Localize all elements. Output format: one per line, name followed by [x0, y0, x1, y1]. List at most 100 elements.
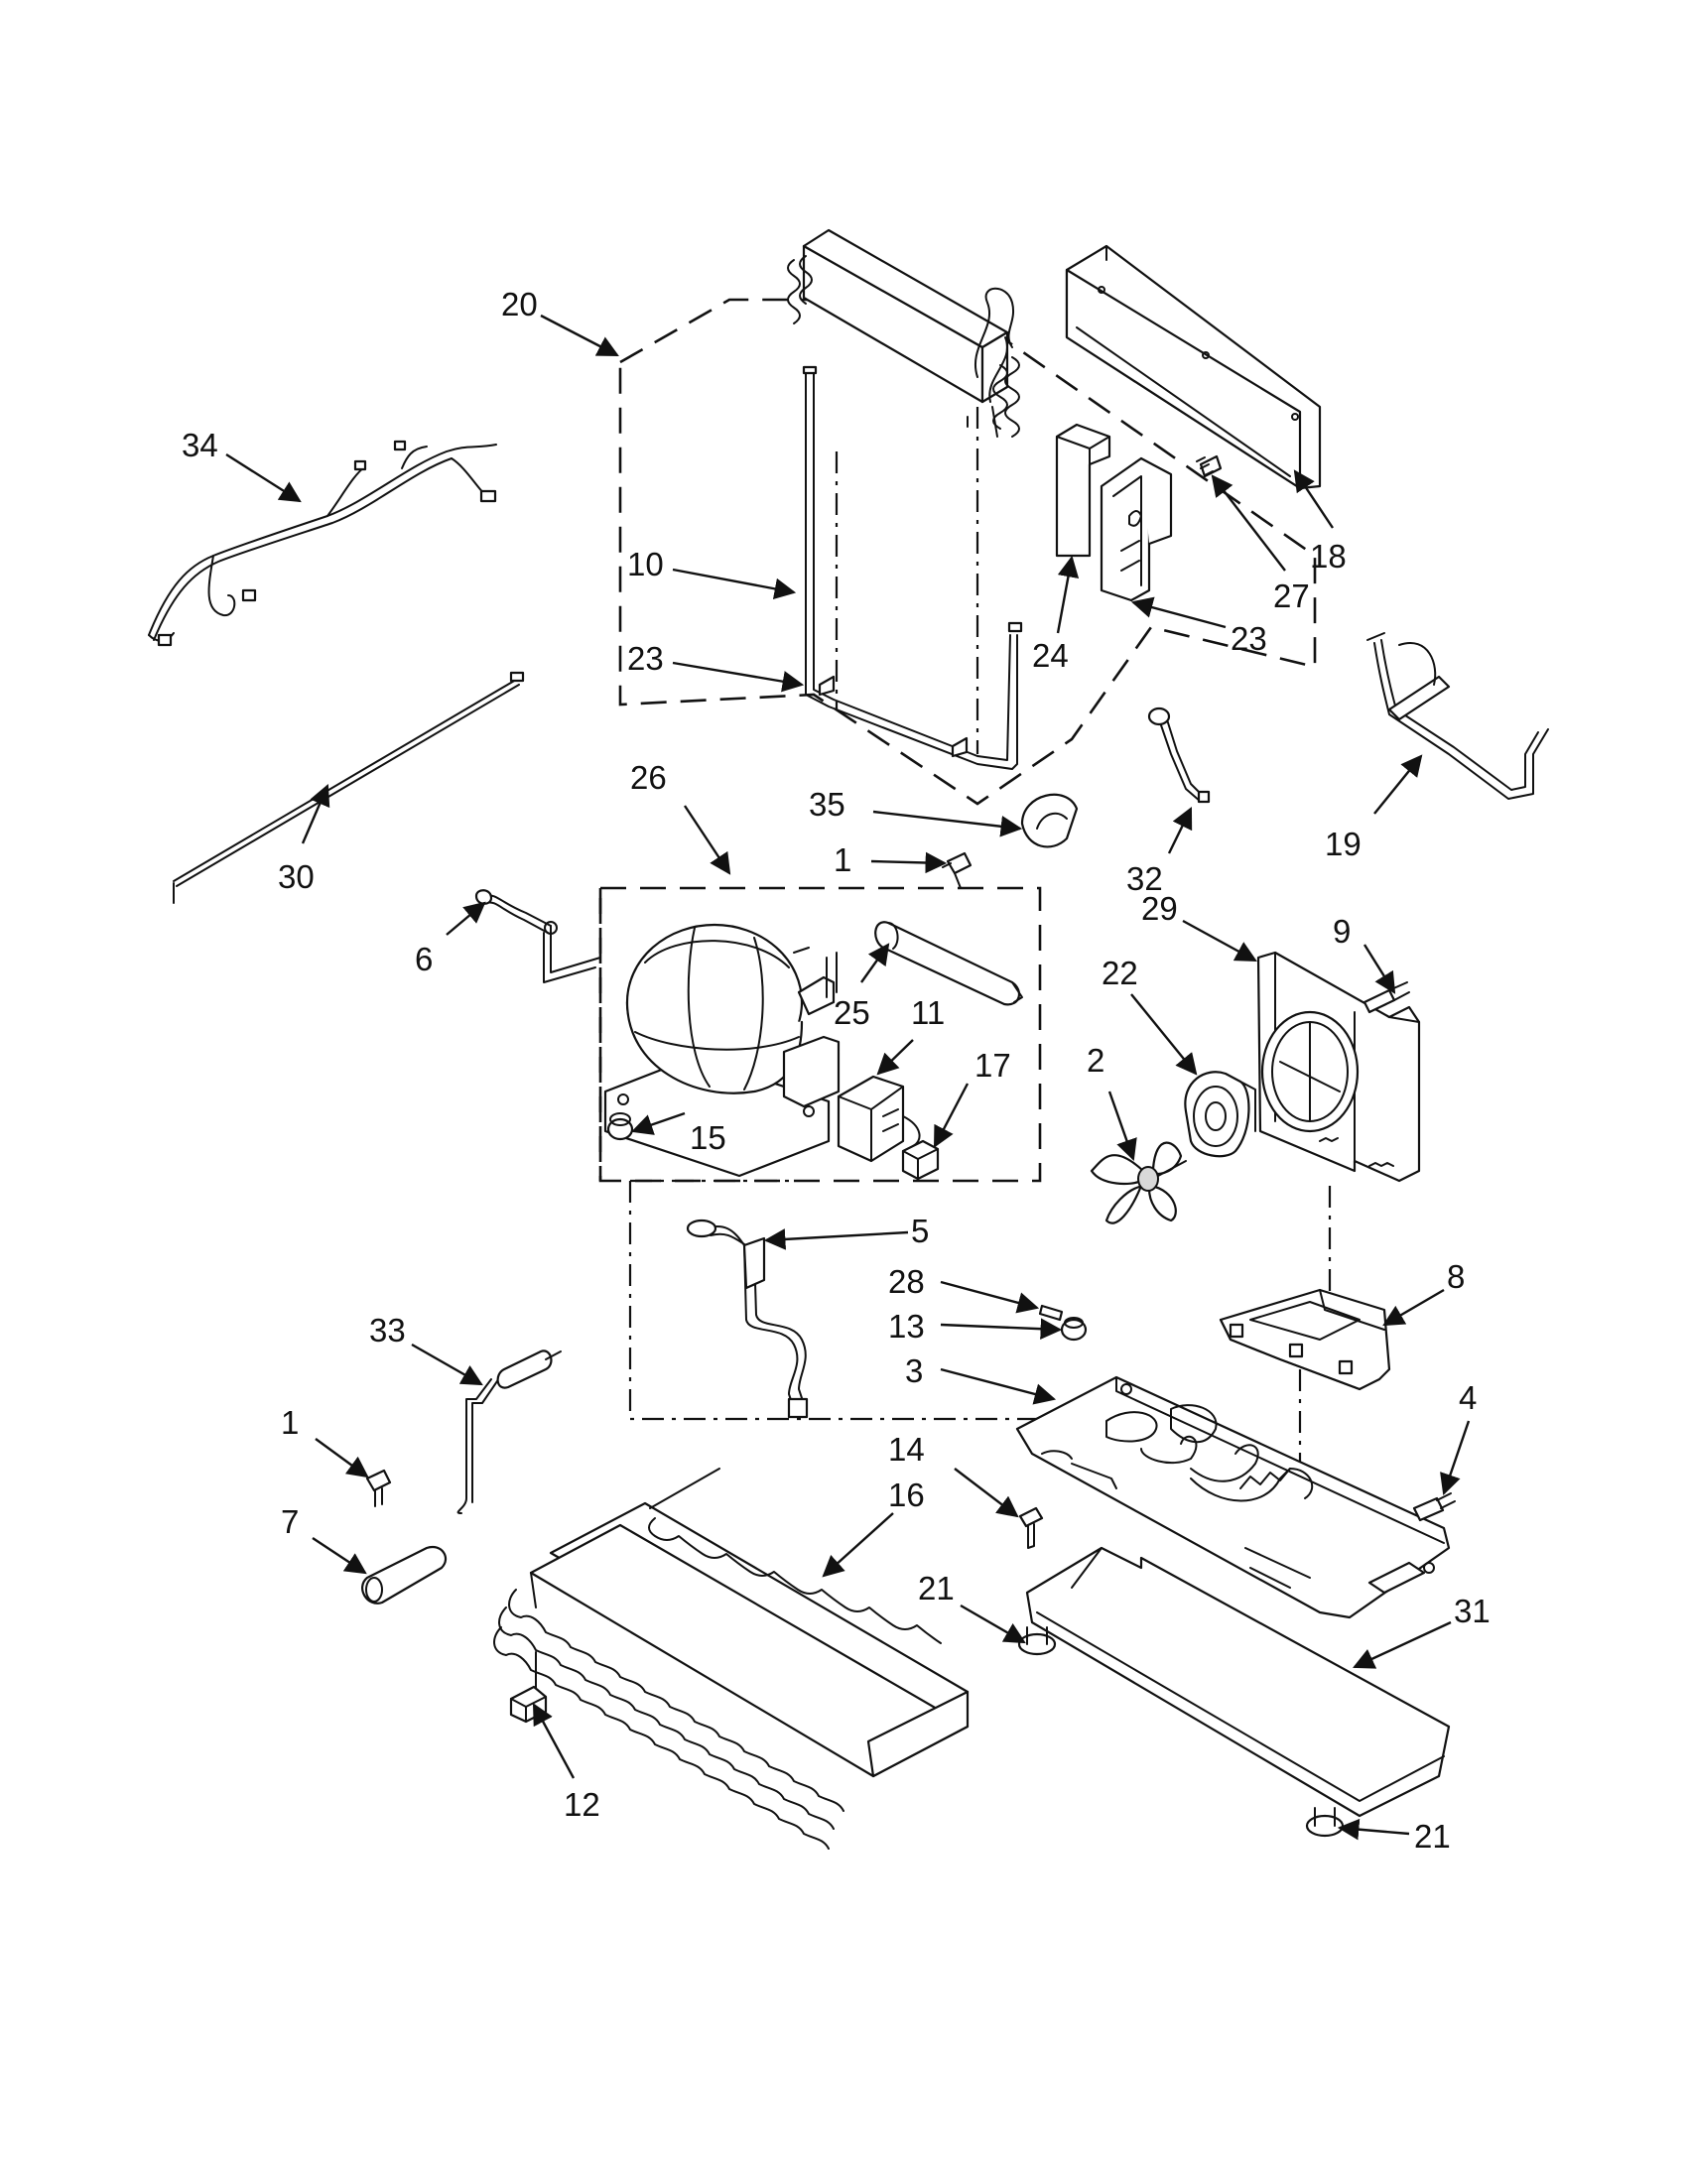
evaporator-coil-part	[787, 228, 1020, 754]
leader-8	[1382, 1288, 1445, 1327]
screw-27-part	[1196, 454, 1223, 478]
leader-35	[872, 810, 1023, 837]
screw-14-part	[1018, 1506, 1044, 1549]
compressor-assembly-boundary	[598, 886, 1042, 1183]
leader-30	[301, 784, 330, 844]
callout-23: 23	[1231, 620, 1267, 657]
callout-12: 12	[564, 1786, 600, 1823]
callout-34: 34	[182, 427, 218, 463]
callout-35: 35	[809, 786, 845, 823]
condenser-16-part	[493, 1468, 970, 1850]
leader-2	[1107, 1091, 1137, 1162]
callout-7: 7	[281, 1503, 299, 1540]
leader-34	[225, 452, 302, 503]
leader-13	[940, 1318, 1063, 1340]
leader-lines	[225, 314, 1471, 1841]
leader-12	[532, 1703, 576, 1779]
screw-1a-part	[942, 851, 973, 889]
leader-23b	[1130, 596, 1227, 629]
leader-14	[954, 1468, 1019, 1518]
callout-8: 8	[1447, 1258, 1465, 1295]
callout-22: 22	[1102, 955, 1138, 991]
base-cover-31-part	[1025, 1546, 1451, 1818]
callout-6: 6	[415, 941, 433, 977]
leader-1b	[315, 1438, 369, 1478]
drain-tube-5-part	[686, 1219, 809, 1419]
wire-30-part	[173, 671, 525, 904]
leader-19	[1373, 754, 1423, 815]
pin-28-part	[1038, 1304, 1064, 1322]
fan-blade-2-part	[1090, 1141, 1187, 1224]
callout-20: 20	[501, 286, 538, 322]
callout-11: 11	[911, 994, 945, 1031]
leader-29	[1182, 919, 1257, 963]
leader-16	[822, 1512, 894, 1578]
callout-29: 29	[1141, 890, 1178, 927]
leader-21a	[960, 1604, 1026, 1644]
callout-27: 27	[1273, 578, 1310, 614]
bracket-23-part	[1100, 456, 1173, 602]
leader-4	[1440, 1420, 1471, 1496]
leader-7	[312, 1536, 367, 1575]
fan-shroud-29-part	[1256, 951, 1421, 1183]
base-plate-3-part	[1015, 1375, 1451, 1619]
leader-26	[683, 805, 731, 875]
evaporator-heater-part	[802, 365, 1023, 770]
foot-21b-part	[1305, 1807, 1345, 1838]
leader-9	[1363, 944, 1396, 994]
callout-2: 2	[1087, 1042, 1104, 1079]
callout-17: 17	[974, 1047, 1011, 1084]
callout-4: 4	[1459, 1379, 1477, 1416]
leader-17	[933, 1083, 970, 1148]
tube-6-part	[474, 889, 601, 983]
callout-13: 13	[888, 1308, 925, 1345]
leader-11	[876, 1039, 914, 1076]
leader-24	[1056, 555, 1080, 634]
callout-33: 33	[369, 1312, 406, 1349]
leader-21b	[1337, 1818, 1410, 1841]
callout-1: 1	[281, 1404, 299, 1441]
fan-motor-22-part	[1184, 1071, 1256, 1158]
leader-27	[1211, 474, 1286, 572]
callout-28: 28	[888, 1263, 925, 1300]
leader-28	[940, 1280, 1040, 1314]
drain-trough-part	[1065, 244, 1322, 490]
leader-18	[1293, 469, 1334, 529]
callout-31: 31	[1454, 1593, 1491, 1629]
grommet-13-part	[1060, 1317, 1088, 1342]
leader-32	[1167, 807, 1193, 854]
leader-23a	[672, 661, 805, 693]
callout-5: 5	[911, 1213, 929, 1249]
overload-17-part	[901, 1139, 940, 1181]
callout-21: 21	[918, 1570, 955, 1606]
leader-25	[860, 943, 890, 983]
leader-10	[672, 568, 797, 600]
callout-15: 15	[690, 1119, 726, 1156]
foot-21a-part	[1017, 1626, 1057, 1656]
callout-25: 25	[834, 994, 870, 1031]
callout-labels: 20 34 10 23 24 23 27 18 19 30 26 35 32 1…	[182, 286, 1491, 1855]
callout-23: 23	[627, 640, 664, 677]
callout-21: 21	[1414, 1818, 1451, 1855]
screw-9-part	[1363, 981, 1410, 1014]
relay-11-part	[837, 1075, 921, 1163]
callout-3: 3	[905, 1352, 923, 1389]
sleeve-7-part	[361, 1545, 448, 1605]
callout-30: 30	[278, 858, 315, 895]
leader-3	[940, 1367, 1057, 1405]
capillary-tube-33-part	[456, 1349, 562, 1514]
screw-4-part	[1412, 1492, 1456, 1522]
callout-9: 9	[1333, 913, 1351, 950]
drier-25-part	[874, 921, 1023, 1006]
bracket-8-part	[1219, 1288, 1391, 1391]
leader-6	[446, 901, 486, 936]
leader-15	[630, 1111, 686, 1135]
callout-19: 19	[1325, 826, 1362, 862]
callout-1: 1	[834, 841, 851, 878]
leader-33	[411, 1343, 483, 1386]
callout-18: 18	[1310, 538, 1347, 575]
callout-14: 14	[888, 1431, 925, 1468]
bracket-24-part	[1055, 423, 1111, 558]
tube-19-part	[1366, 632, 1549, 800]
